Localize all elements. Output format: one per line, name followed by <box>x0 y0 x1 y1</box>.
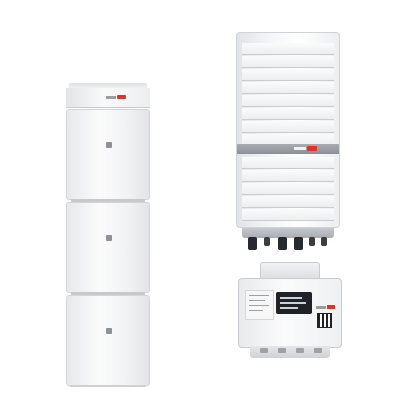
meter-spec-label <box>245 290 274 320</box>
connector-icon <box>294 237 303 250</box>
qr-code-icon <box>317 313 332 328</box>
cooling-fin <box>242 121 334 133</box>
cooling-fin <box>242 82 334 94</box>
status-led-icon <box>106 328 112 334</box>
connector-icon <box>321 237 327 246</box>
cooling-fin <box>242 43 334 55</box>
inverter-connector-panel <box>242 228 334 238</box>
cooling-fin <box>242 56 334 68</box>
inverter-body <box>236 32 340 228</box>
energy-meter <box>238 262 342 362</box>
battery-top-cover <box>66 88 150 108</box>
battery-module <box>66 295 150 386</box>
terminal-slot-icon <box>278 348 286 353</box>
meter-display <box>276 292 312 314</box>
terminal-slot-icon <box>314 348 322 353</box>
cooling-fin <box>242 157 334 169</box>
meter-terminal-skirt <box>250 346 330 358</box>
status-led-icon <box>106 142 112 148</box>
battery-module <box>66 202 150 295</box>
cooling-fin <box>242 170 334 182</box>
cooling-fin <box>242 95 334 107</box>
terminal-slot-icon <box>296 348 304 353</box>
battery-base <box>70 385 146 387</box>
battery-stack <box>66 83 150 387</box>
cooling-fin <box>242 196 334 208</box>
terminal-slot-icon <box>260 348 268 353</box>
connector-icon <box>278 237 287 250</box>
inverter-band <box>237 144 339 154</box>
brand-logo <box>294 145 318 152</box>
status-led-icon <box>106 235 112 241</box>
connector-icon <box>309 237 315 246</box>
brand-logo <box>106 94 126 100</box>
cooling-fin <box>242 209 334 221</box>
brand-logo <box>316 304 336 310</box>
inverter <box>236 32 340 252</box>
connector-icon <box>248 237 257 250</box>
battery-module <box>66 109 150 202</box>
cooling-fin <box>242 69 334 81</box>
cooling-fin <box>242 108 334 120</box>
cooling-fin <box>242 183 334 195</box>
connector-icon <box>264 237 270 246</box>
battery-top-cap <box>69 83 147 88</box>
